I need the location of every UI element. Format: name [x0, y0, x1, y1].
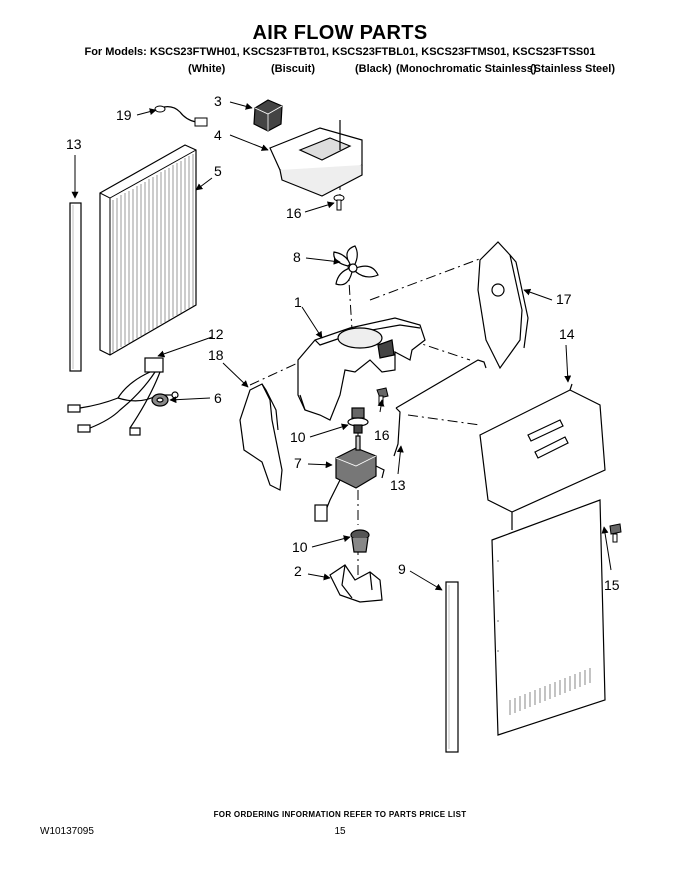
page-number: 15 — [334, 826, 346, 837]
callout-13: 13 — [66, 136, 82, 152]
callout-labels: 13 19 3 4 5 16 8 17 1 12 18 14 6 16 10 7… — [66, 93, 620, 593]
part-16-screw-top — [333, 194, 345, 211]
callout-19: 19 — [116, 107, 132, 123]
callout-17: 17 — [556, 291, 572, 307]
callout-1: 1 — [294, 294, 302, 310]
callout-18: 18 — [208, 347, 224, 363]
ordering-note: FOR ORDERING INFORMATION REFER TO PARTS … — [213, 810, 467, 819]
callout-2: 2 — [294, 563, 302, 579]
part-11-wire-harness — [67, 357, 179, 436]
callout-10-upper: 10 — [290, 429, 306, 445]
part-17-panel — [477, 241, 529, 370]
part-2-bracket — [329, 564, 383, 603]
callout-10-lower: 10 — [292, 539, 308, 555]
part-7-fan-motor — [314, 435, 385, 522]
part-16-screw-mid — [376, 387, 389, 405]
models-line: For Models: KSCS23FTWH01, KSCS23FTBT01, … — [84, 46, 596, 58]
part-12-wire-bracket — [393, 359, 487, 457]
color-stainless-steel: (Stainless Steel) — [530, 63, 615, 75]
callout-8: 8 — [293, 249, 301, 265]
callout-6: 6 — [214, 390, 222, 406]
callout-14: 14 — [559, 326, 575, 342]
part-1-fan-housing — [297, 317, 426, 421]
callout-5: 5 — [214, 163, 222, 179]
part-10-mount-lower — [350, 529, 370, 553]
part-8-fan-blade — [333, 245, 379, 286]
callout-3: 3 — [214, 93, 222, 109]
part-6-grommet — [151, 393, 169, 407]
leader-lines — [71, 101, 612, 591]
part-3-damper — [253, 99, 283, 132]
callout-15: 15 — [604, 577, 620, 593]
page-title: AIR FLOW PARTS — [252, 22, 428, 44]
part-10-mount-upper — [347, 407, 369, 434]
color-white: (White) — [188, 63, 226, 75]
part-18-baffle — [239, 383, 283, 491]
callout-16-mid: 16 — [374, 427, 390, 443]
part-9-foam-strip — [445, 581, 459, 753]
part-15-screw — [609, 523, 622, 543]
color-black: (Black) — [355, 63, 392, 75]
part-14-lower-panel — [491, 499, 606, 736]
part-14-rear-panel — [479, 383, 606, 530]
assembly-lines — [249, 160, 491, 580]
color-biscuit: (Biscuit) — [271, 63, 315, 75]
callout-4: 4 — [214, 127, 222, 143]
callout-9: 9 — [398, 561, 406, 577]
part-19-sensor — [154, 105, 208, 127]
color-monochromatic-stainless: (Monochromatic Stainless) — [396, 63, 537, 75]
part-13-foam-strip — [69, 202, 82, 372]
callout-11: 12 — [208, 326, 224, 342]
document-number: W10137095 — [40, 826, 94, 837]
part-4-air-duct — [269, 120, 363, 197]
part-5-evaporator-cover — [99, 144, 197, 356]
callout-16-top: 16 — [286, 205, 302, 221]
callout-12: 13 — [390, 477, 406, 493]
callout-7: 7 — [294, 455, 302, 471]
